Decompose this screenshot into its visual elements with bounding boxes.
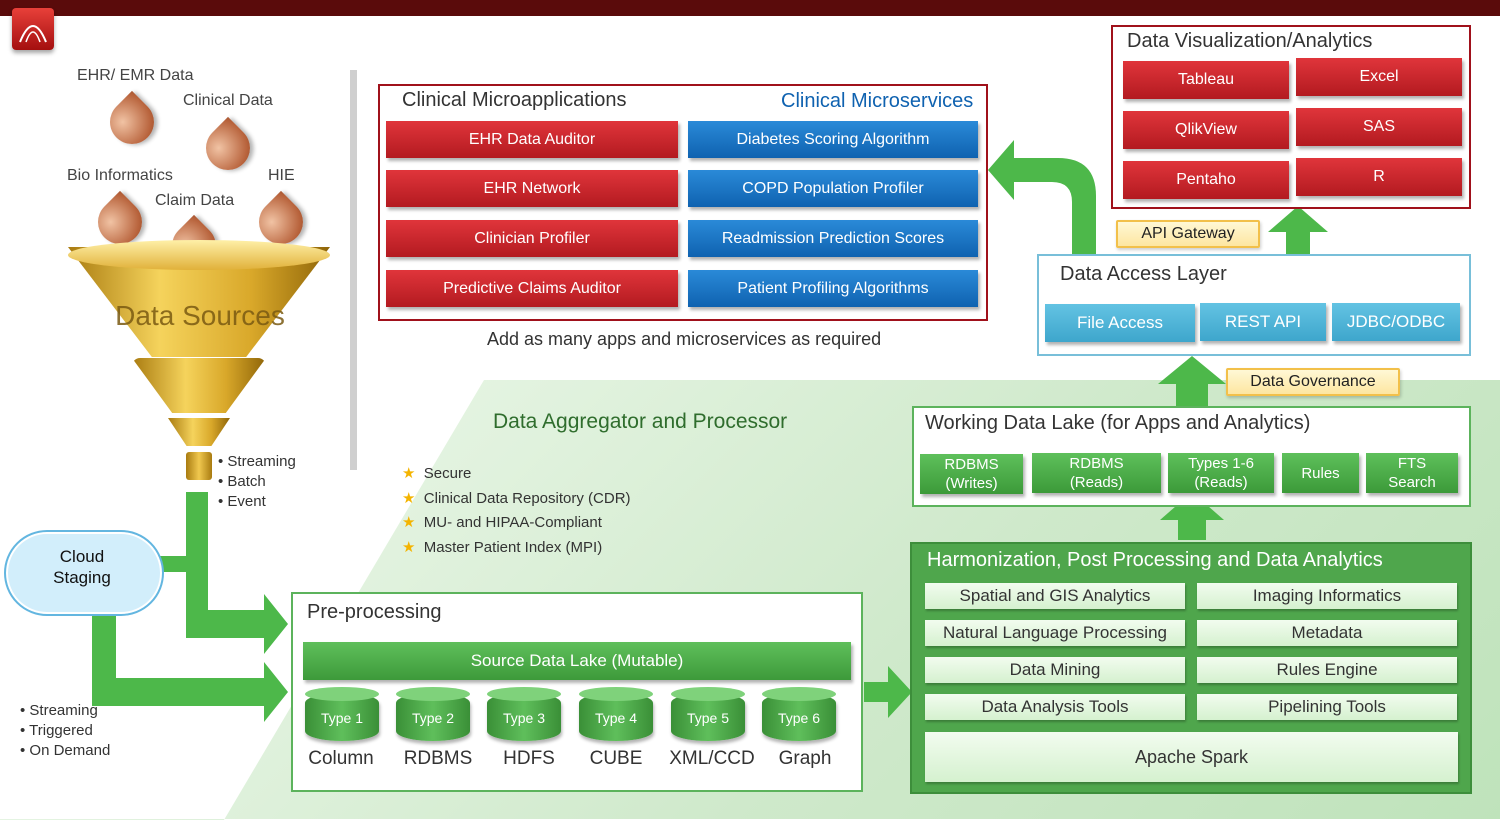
viz-sas[interactable]: SAS [1296,108,1462,146]
service-patient-profiling[interactable]: Patient Profiling Algorithms [688,270,978,307]
harm-rules-engine[interactable]: Rules Engine [1197,657,1457,683]
divider-line [350,70,357,470]
harmonization-title: Harmonization, Post Processing and Data … [927,549,1383,571]
viz-pentaho[interactable]: Pentaho [1123,161,1289,199]
type-1-cylinder[interactable]: Type 1 [305,687,379,741]
viz-r[interactable]: R [1296,158,1462,196]
viz-tableau[interactable]: Tableau [1123,61,1289,99]
data-sources-title: Data Sources [115,300,285,331]
format-hdfs: HDFS [503,748,555,769]
feature-mpi: ★ Master Patient Index (MPI) [402,539,603,556]
micro-note: Add as many apps and microservices as re… [487,329,882,349]
star-icon: ★ [402,514,416,531]
api-gateway-tag: API Gateway [1116,220,1260,248]
source-data-lake-button[interactable]: Source Data Lake (Mutable) [303,642,851,680]
star-icon: ★ [402,465,416,482]
feature-secure: ★ Secure [402,465,472,482]
arrow-to-microservices [988,140,1096,254]
viz-qlikview[interactable]: QlikView [1123,111,1289,149]
format-cube: CUBE [589,748,643,769]
viz-title: Data Visualization/Analytics [1127,30,1373,52]
star-icon: ★ [402,539,416,556]
type-3-cylinder[interactable]: Type 3 [487,687,561,741]
type-5-label: Type 5 [686,710,730,726]
wl-types-reads[interactable]: Types 1-6(Reads) [1168,453,1274,493]
arrow-to-preprocess-top [186,492,288,654]
source-label-bio: Bio Informatics [67,167,173,184]
format-graph: Graph [778,748,832,769]
file-access-button[interactable]: File Access [1045,304,1195,342]
apache-spark-button[interactable]: Apache Spark [925,732,1458,782]
harm-imaging[interactable]: Imaging Informatics [1197,583,1457,609]
feature-cdr: ★ Clinical Data Repository (CDR) [402,490,631,507]
format-xml-ccd: XML/CCD [669,748,755,769]
type-6-cylinder[interactable]: Type 6 [762,687,836,741]
funnel-rim [68,240,330,270]
funnel-cylinder [186,452,212,480]
arrow-to-harmonization [864,666,912,718]
arrow-to-preprocess-bottom [92,612,288,722]
app-ehr-network[interactable]: EHR Network [386,170,678,207]
type-2-cylinder[interactable]: Type 2 [396,687,470,741]
source-label-hie: HIE [268,167,295,184]
feature-compliance: ★ MU- and HIPAA-Compliant [402,514,602,531]
source-label-ehr: EHR/ EMR Data [77,67,194,84]
data-access-title: Data Access Layer [1060,263,1227,285]
arrow-to-working-lake [1160,492,1224,540]
type-1-label: Type 1 [320,710,364,726]
ingest-mode-streaming: • Streaming [218,453,296,470]
source-label-claim: Claim Data [155,192,235,209]
app-predictive-claims-auditor[interactable]: Predictive Claims Auditor [386,270,678,307]
preprocess-title: Pre-processing [307,601,442,623]
type-4-label: Type 4 [594,710,638,726]
format-column: Column [308,748,374,769]
type-5-cylinder[interactable]: Type 5 [671,687,745,741]
type-4-cylinder[interactable]: Type 4 [579,687,653,741]
ingest-mode-batch: • Batch [218,473,266,490]
arrow-to-data-access [1158,356,1226,406]
service-diabetes-scoring[interactable]: Diabetes Scoring Algorithm [688,121,978,158]
jdbc-odbc-button[interactable]: JDBC/ODBC [1332,303,1460,341]
harm-spatial-gis[interactable]: Spatial and GIS Analytics [925,583,1185,609]
harm-data-mining[interactable]: Data Mining [925,657,1185,683]
harm-pipelining-tools[interactable]: Pipelining Tools [1197,694,1457,720]
type-2-label: Type 2 [411,710,455,726]
harm-metadata[interactable]: Metadata [1197,620,1457,646]
micro-services-title: Clinical Microservices [781,90,974,112]
micro-apps-title: Clinical Microapplications [402,89,627,111]
app-clinician-profiler[interactable]: Clinician Profiler [386,220,678,257]
ingest-mode-event: • Event [218,493,266,510]
service-copd-profiler[interactable]: COPD Population Profiler [688,170,978,207]
format-rdbms: RDBMS [403,748,473,769]
star-icon: ★ [402,490,416,507]
wl-rdbms-writes[interactable]: RDBMS(Writes) [920,454,1023,494]
wl-rdbms-reads[interactable]: RDBMS(Reads) [1032,453,1161,493]
cloud-mode-triggered: • Triggered [20,722,93,739]
cloud-staging-shape [4,530,164,616]
type-6-label: Type 6 [777,710,821,726]
service-readmission-scores[interactable]: Readmission Prediction Scores [688,220,978,257]
rest-api-button[interactable]: REST API [1200,303,1326,341]
cloud-mode-streaming: • Streaming [20,702,98,719]
viz-excel[interactable]: Excel [1296,58,1462,96]
cloud-mode-ondemand: • On Demand [20,742,111,759]
wl-rules[interactable]: Rules [1282,453,1359,493]
logo-icon [12,8,54,50]
data-governance-tag: Data Governance [1226,368,1400,396]
type-3-label: Type 3 [502,710,546,726]
harm-nlp[interactable]: Natural Language Processing [925,620,1185,646]
top-bar [0,0,1500,16]
aggregator-title: Data Aggregator and Processor [493,410,788,433]
working-lake-title: Working Data Lake (for Apps and Analytic… [925,412,1311,434]
harm-analysis-tools[interactable]: Data Analysis Tools [925,694,1185,720]
source-label-clinical: Clinical Data [183,92,273,109]
app-ehr-data-auditor[interactable]: EHR Data Auditor [386,121,678,158]
arrow-to-viz [1268,206,1328,254]
